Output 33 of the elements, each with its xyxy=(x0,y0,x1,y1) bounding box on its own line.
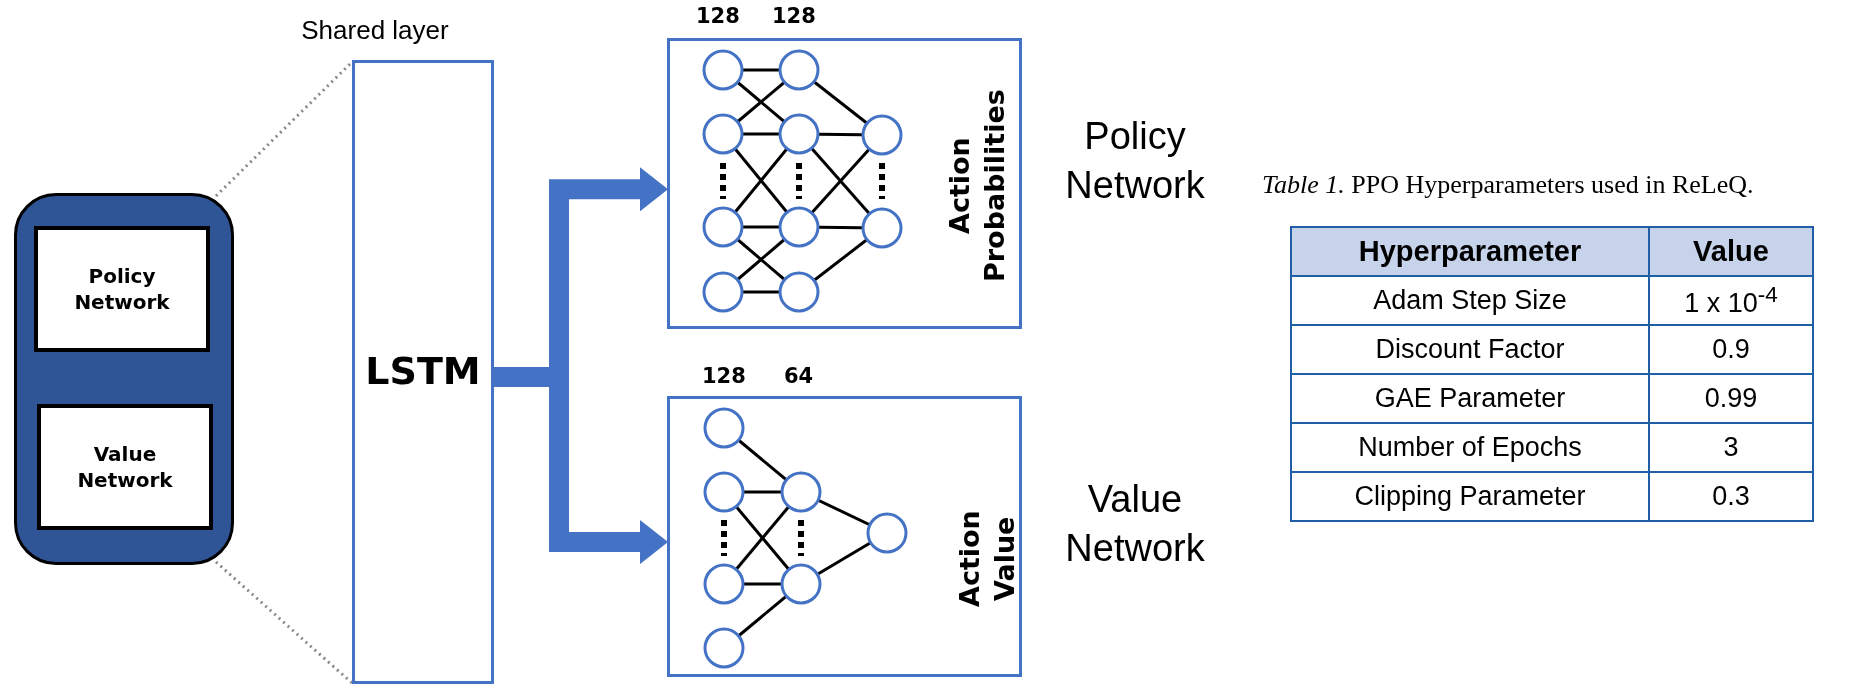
parameter-name: GAE Parameter xyxy=(1291,374,1649,423)
network-box xyxy=(667,396,1022,677)
layer-size: 128 xyxy=(772,4,816,28)
parameter-name: Adam Step Size xyxy=(1291,276,1649,325)
parameter-name: Discount Factor xyxy=(1291,325,1649,374)
parameter-value: 1 x 10$^{-4}$ xyxy=(1649,276,1813,325)
network-box xyxy=(37,404,213,530)
node-label: LSTM xyxy=(364,348,482,396)
module-panel xyxy=(14,193,234,565)
table-caption: Table 1. PPO Hyperparameters used in ReLeQ. xyxy=(1262,170,1754,200)
output-label: Action Probabilities xyxy=(943,88,1012,285)
column-header: Hyperparameter xyxy=(1291,227,1649,276)
layer-size: 128 xyxy=(696,4,740,28)
network-caption: Policy Network xyxy=(1064,114,1206,209)
parameter-name: Clipping Parameter xyxy=(1291,472,1649,521)
parameter-value: 0.9 xyxy=(1649,325,1813,374)
parameter-value: 0.99 xyxy=(1649,374,1813,423)
network-box xyxy=(34,226,210,352)
network-box xyxy=(667,38,1022,329)
node-label: Policy Network xyxy=(73,263,171,315)
parameter-value: 0.3 xyxy=(1649,472,1813,521)
lstm-box xyxy=(352,60,494,684)
zoom-line xyxy=(214,60,354,198)
node-label: Value Network xyxy=(76,441,174,493)
network-caption: Shared layer xyxy=(300,14,450,47)
output-label: Action Value xyxy=(953,509,1022,610)
parameter-value: 3 xyxy=(1649,423,1813,472)
layer-size: 128 xyxy=(702,364,746,388)
zoom-line xyxy=(215,560,353,685)
parameter-name: Number of Epochs xyxy=(1291,423,1649,472)
network-caption: Value Network xyxy=(1064,477,1206,572)
column-header: Value xyxy=(1649,227,1813,276)
layer-size: 64 xyxy=(784,364,814,388)
